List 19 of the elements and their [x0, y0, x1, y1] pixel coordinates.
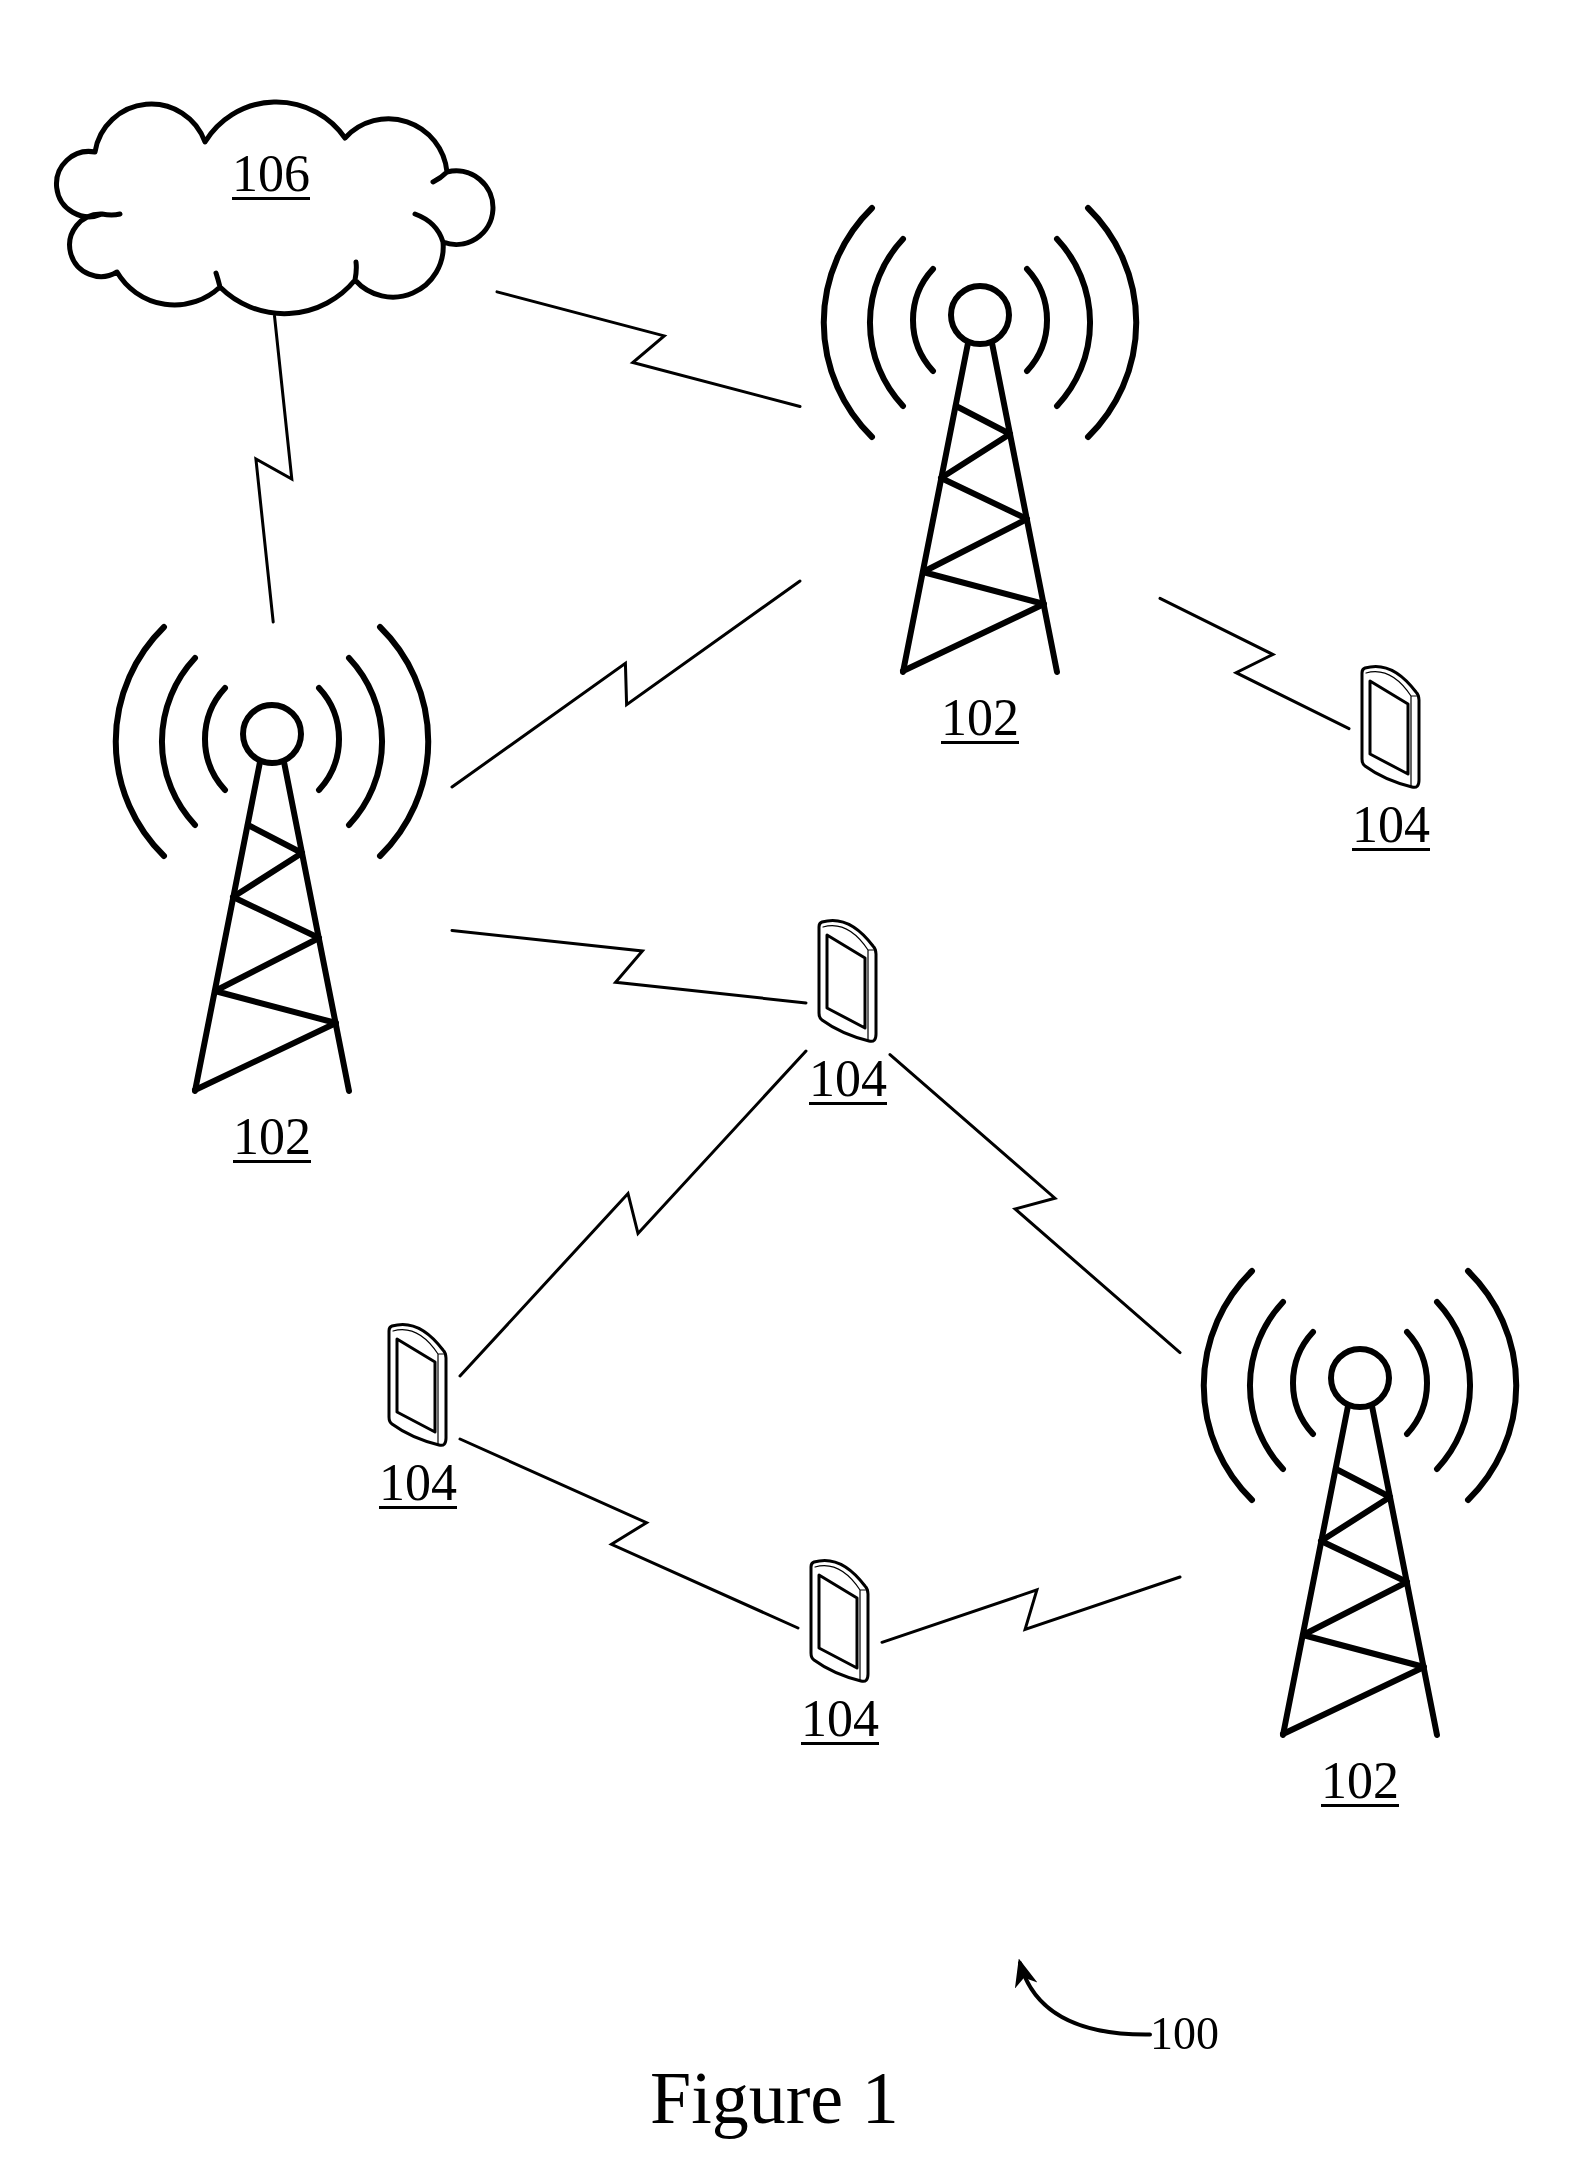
reference-numeral: 102	[1321, 1753, 1399, 1809]
reference-numeral: 104	[809, 1051, 887, 1107]
wireless-link	[880, 1575, 1182, 1644]
wireless-link	[450, 579, 802, 789]
reference-numeral: 106	[232, 146, 310, 202]
reference-numeral: 104	[801, 1691, 879, 1747]
wireless-link	[450, 928, 808, 1005]
leader-arrow	[1016, 1958, 1152, 2037]
reference-numeral: 102	[941, 690, 1019, 746]
reference-numeral: 102	[233, 1109, 311, 1165]
wireless-link	[254, 314, 294, 624]
reference-numeral: 104	[1352, 797, 1430, 853]
reference-numeral: 100	[1150, 2011, 1219, 2057]
wireless-link	[458, 1049, 808, 1378]
wireless-link	[458, 1437, 800, 1630]
wireless-link	[888, 1053, 1182, 1355]
reference-numeral: 104	[379, 1455, 457, 1511]
wireless-link	[495, 290, 802, 408]
wireless-link	[1158, 596, 1351, 731]
